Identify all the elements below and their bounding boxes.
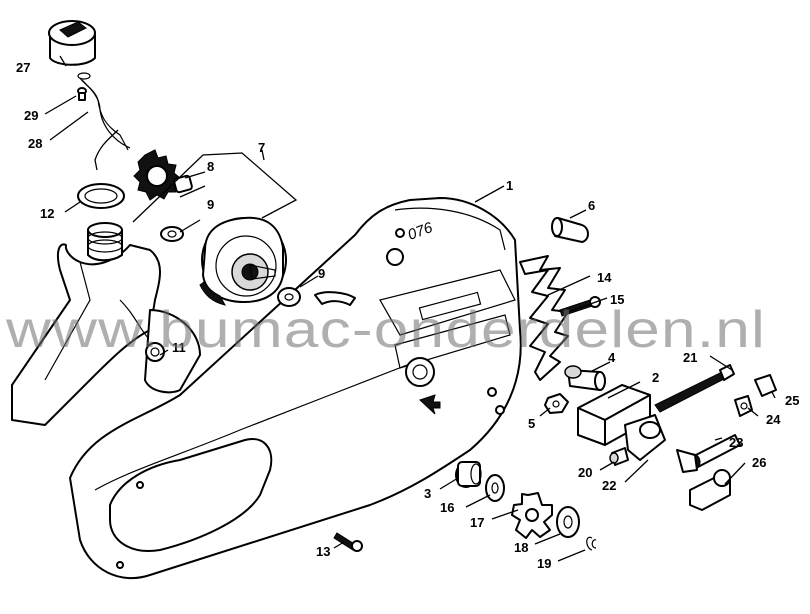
mount-hole: [386, 248, 404, 266]
mount-hole: [487, 387, 497, 397]
callout-4: 4: [608, 350, 616, 365]
bolt-part-21: [654, 364, 735, 413]
washer-part-16: [485, 474, 505, 502]
callout-15: 15: [610, 292, 624, 307]
o-ring-part: [77, 183, 125, 209]
washer-part-18: [556, 506, 580, 538]
sprocket-bore: [405, 357, 435, 387]
screw-part-13: [333, 532, 363, 552]
callout-16: 16: [440, 500, 454, 515]
callout-2: 2: [652, 370, 659, 385]
callout-5: 5: [528, 416, 535, 431]
callout-25: 25: [785, 393, 799, 408]
oil-tank-part: [11, 222, 201, 426]
callout-14: 14: [597, 270, 612, 285]
stud-part-4: [564, 365, 606, 391]
clip-part-19: [586, 536, 597, 551]
screw-part-20: [609, 447, 629, 466]
screw-part-11: [145, 342, 165, 362]
callout-6: 6: [588, 198, 595, 213]
spike-bar-part: [519, 255, 569, 381]
rotation-arrow-icon: [419, 394, 441, 415]
callout-26: 26: [752, 455, 766, 470]
callout-23: 23: [729, 435, 743, 450]
callout-numbers: 1 2 3 4 5 6 7 8 9 9 11 12 13 14 15 16 17…: [16, 60, 799, 571]
callout-27: 27: [16, 60, 30, 75]
tensioner-block-part-22: [624, 414, 666, 461]
callout-28: 28: [28, 136, 42, 151]
pin-part-6: [551, 217, 589, 243]
watermark-text: www.bumac-onderdelen.nl: [5, 301, 766, 359]
mount-hole: [395, 228, 405, 238]
sleeve-part-3: [455, 461, 482, 488]
nut-part-24: [734, 395, 753, 417]
callout-11: 11: [172, 340, 186, 355]
housing-handle-opening: [109, 438, 273, 552]
callout-13: 13: [316, 544, 330, 559]
callout-22: 22: [602, 478, 616, 493]
callout-3: 3: [424, 486, 431, 501]
callout-24: 24: [766, 412, 781, 427]
bar-plate-part-2: [577, 384, 651, 446]
callout-29: 29: [24, 108, 38, 123]
callout-17: 17: [470, 515, 484, 530]
gear-assembly-part: [133, 149, 301, 307]
leader-lines: [44, 55, 776, 562]
callout-20: 20: [578, 465, 592, 480]
screw-part-29: [77, 87, 87, 101]
callout-1: 1: [506, 178, 513, 193]
oil-tank-neck: [87, 229, 123, 262]
callout-9a: 9: [207, 197, 214, 212]
callout-9b: 9: [318, 266, 325, 281]
oil-cap-part: [48, 20, 96, 66]
callout-7: 7: [258, 140, 265, 155]
housing-part: 076: [69, 197, 522, 580]
nut-part-5: [544, 393, 569, 414]
sprocket-part-17: [511, 492, 553, 539]
callout-18: 18: [514, 540, 528, 555]
clip-part-25: [754, 374, 777, 397]
callout-8: 8: [207, 159, 214, 174]
mount-hole: [495, 405, 505, 415]
callout-21: 21: [683, 350, 697, 365]
cap-strap-part: [77, 72, 131, 171]
callout-12: 12: [40, 206, 54, 221]
callout-19: 19: [537, 556, 551, 571]
